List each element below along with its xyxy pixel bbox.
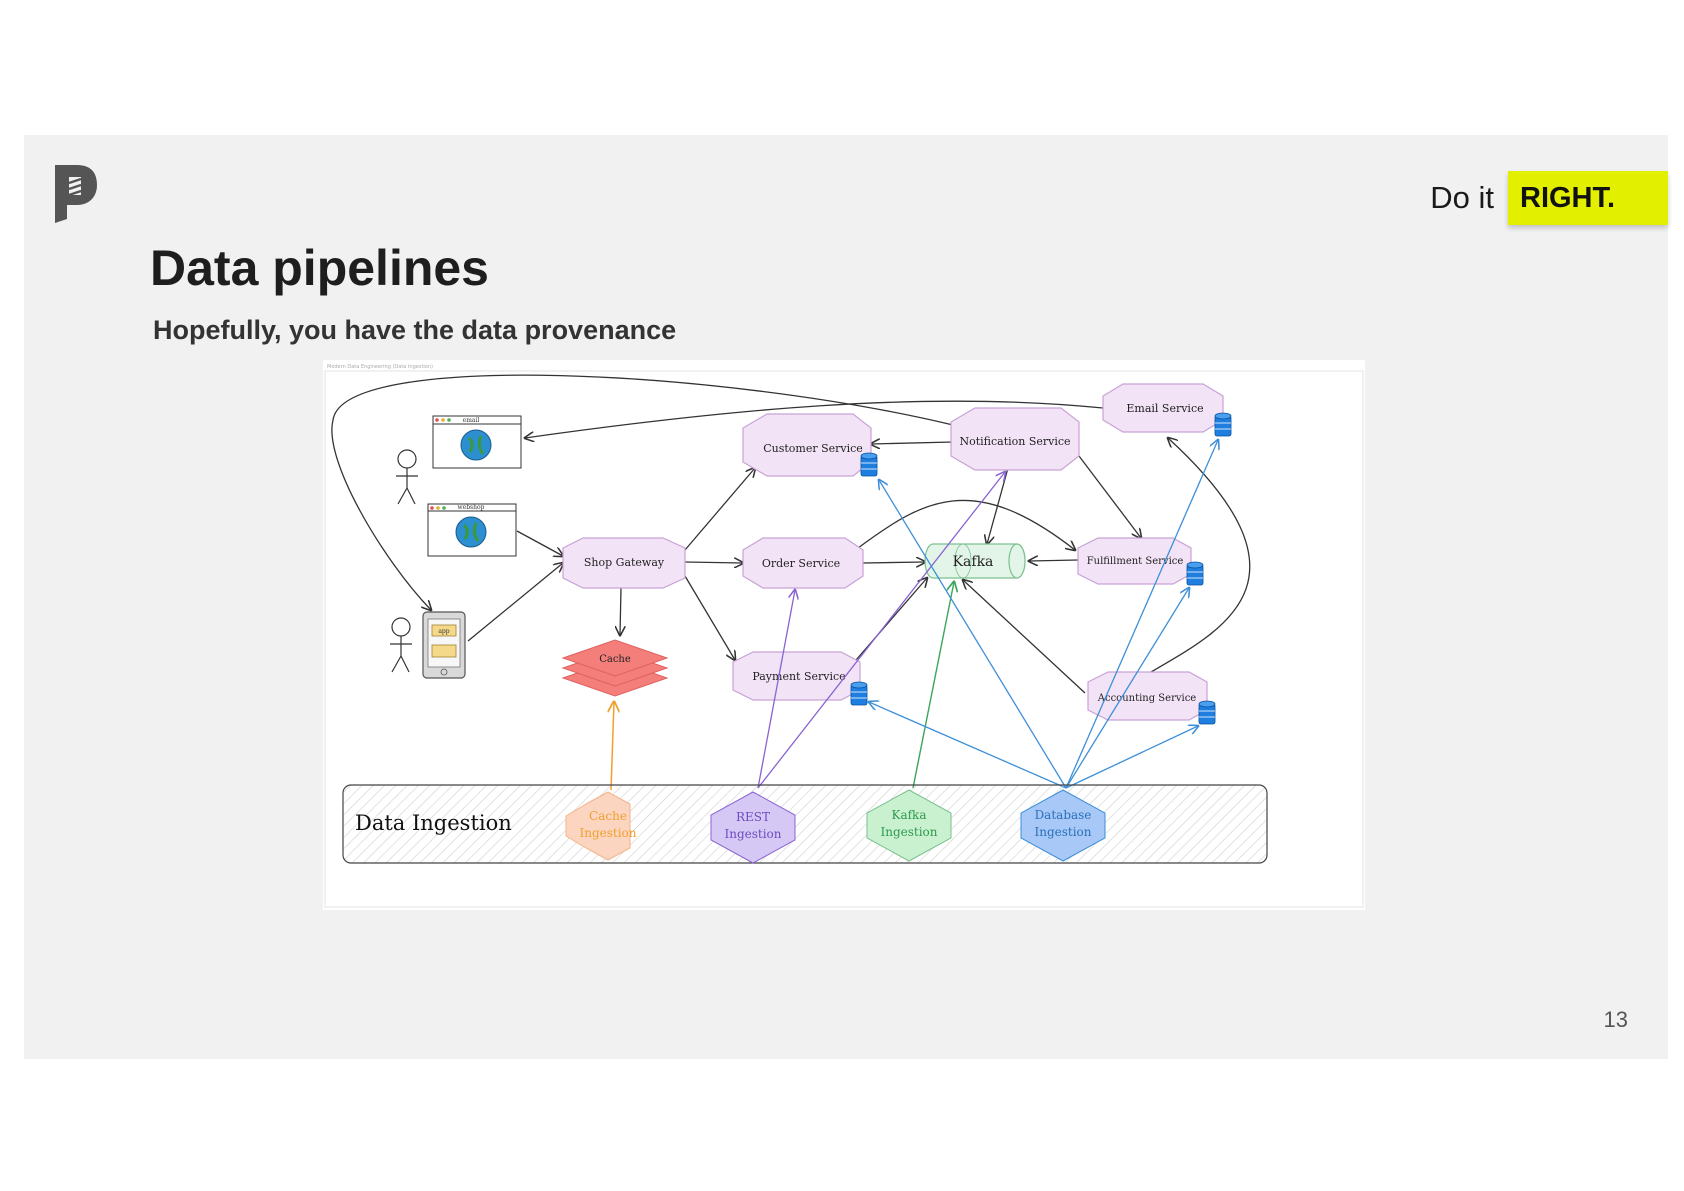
- cache-ingestion-line2: Ingestion: [579, 826, 636, 840]
- tagline-do: Do it: [1430, 180, 1494, 215]
- kafka-node: Kafka: [924, 543, 1026, 579]
- database-icon: [1214, 412, 1232, 437]
- fulfillment-service-node: Fulfillment Service: [1077, 537, 1192, 585]
- user-stick-figure-icon: [390, 617, 412, 673]
- webshop-client: webshop: [427, 503, 517, 557]
- database-icon: [1186, 561, 1204, 586]
- black-connections: [331, 374, 1251, 694]
- page-subtitle: Hopefully, you have the data provenance: [153, 315, 677, 345]
- architecture-diagram: Modern Data Engineering (Data Ingestion): [323, 360, 1365, 910]
- customer-service-node: Customer Service: [742, 413, 872, 477]
- database-ingestion-arrows: [869, 440, 1218, 789]
- rest-ingestion-line2: Ingestion: [724, 827, 781, 841]
- order-service-node: Order Service: [742, 537, 864, 589]
- database-ingestion-line2: Ingestion: [1034, 825, 1091, 839]
- database-ingestion-node: Database Ingestion: [1020, 789, 1106, 862]
- cache-node: Cache: [561, 639, 669, 697]
- payment-service-label: Payment Service: [752, 670, 845, 683]
- notification-service-node: Notification Service: [950, 407, 1080, 471]
- kafka-ingestion-node: Kafka Ingestion: [866, 789, 952, 862]
- kafka-ingestion-line2: Ingestion: [880, 825, 937, 839]
- database-icon: [850, 681, 868, 706]
- fulfillment-service-label: Fulfillment Service: [1087, 556, 1184, 567]
- company-logo-icon: [55, 165, 97, 223]
- email-service-node: Email Service: [1102, 383, 1224, 433]
- order-service-label: Order Service: [762, 557, 840, 570]
- globe-icon: [460, 429, 492, 461]
- database-ingestion-line1: Database: [1035, 808, 1092, 822]
- diagram-caption: Modern Data Engineering (Data Ingestion): [327, 364, 433, 370]
- diagram-canvas: Modern Data Engineering (Data Ingestion): [324, 364, 1364, 908]
- notification-service-label: Notification Service: [959, 435, 1070, 448]
- email-window-title: email: [463, 417, 480, 424]
- user-stick-figure-icon: [396, 449, 418, 505]
- cache-ingestion-node: Cache Ingestion: [565, 791, 637, 861]
- email-service-label: Email Service: [1126, 402, 1203, 415]
- app-label: app: [438, 628, 449, 635]
- customer-service-label: Customer Service: [763, 442, 863, 455]
- email-client: email: [432, 415, 522, 469]
- cache-ingestion-arrow: [611, 702, 614, 791]
- database-icon: [860, 452, 878, 477]
- shop-gateway-label: Shop Gateway: [584, 556, 665, 569]
- page-title: Data pipelines: [150, 240, 489, 296]
- rest-ingestion-line1: REST: [736, 810, 770, 824]
- rest-ingestion-arrows: [757, 472, 1005, 789]
- tagline: Do it RIGHT.: [1430, 171, 1668, 225]
- tagline-right-badge: RIGHT.: [1508, 171, 1668, 225]
- kafka-ingestion-arrow: [912, 582, 954, 789]
- cache-label: Cache: [599, 654, 631, 665]
- database-icon: [1198, 700, 1216, 725]
- mobile-app-client: app: [422, 611, 466, 679]
- slide: Do it RIGHT. Data pipelines Hopefully, y…: [24, 135, 1668, 1059]
- globe-icon: [455, 516, 487, 548]
- cache-ingestion-line1: Cache: [589, 809, 627, 823]
- webshop-window-title: webshop: [458, 504, 485, 511]
- kafka-ingestion-line1: Kafka: [892, 808, 927, 822]
- kafka-label: Kafka: [953, 554, 994, 570]
- payment-service-node: Payment Service: [732, 651, 861, 701]
- accounting-service-label: Accounting Service: [1097, 693, 1197, 704]
- page-number: 13: [1603, 1007, 1628, 1032]
- shop-gateway-node: Shop Gateway: [562, 537, 686, 589]
- data-ingestion-band: Data Ingestion Cache Ingestion REST Inge…: [342, 784, 1268, 864]
- data-ingestion-title: Data Ingestion: [355, 811, 512, 835]
- diagram-frame: [324, 370, 1364, 908]
- rest-ingestion-node: REST Ingestion: [710, 791, 796, 864]
